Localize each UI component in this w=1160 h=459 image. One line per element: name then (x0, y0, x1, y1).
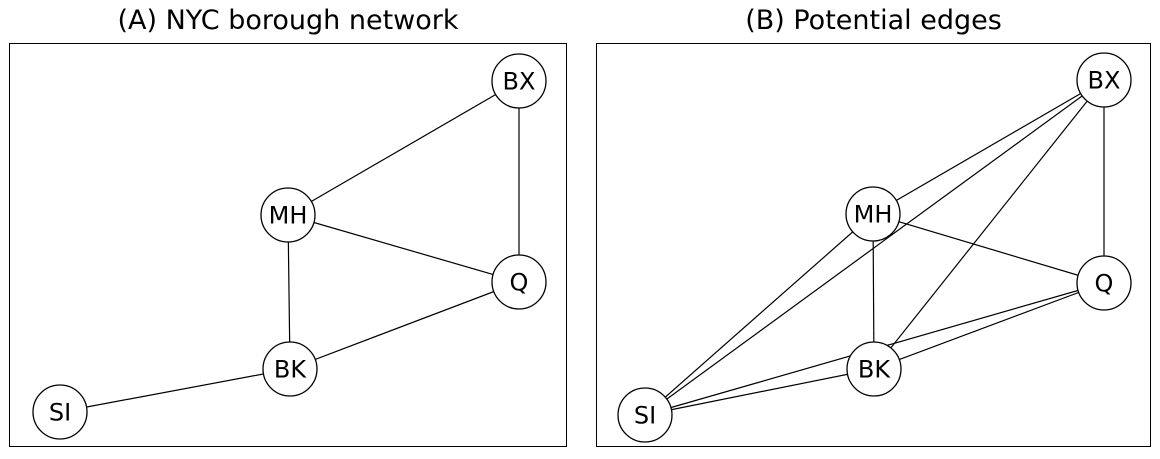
panel-a-title: (A) NYC borough network (117, 4, 459, 36)
node-label-bx: BX (503, 67, 536, 95)
graph-panel-b: BX MH Q BK SI (617, 52, 1132, 443)
panel-a-frame: BX MH Q BK SI (9, 43, 567, 447)
node-label-bk: BK (274, 355, 307, 383)
edge-bx-si (644, 79, 1105, 416)
panel-b-frame: BX MH Q BK SI (596, 43, 1151, 447)
edge-mh-q (287, 214, 520, 283)
node-label-si: SI (49, 398, 71, 426)
edge-bk-q (289, 281, 520, 370)
node-mh (845, 186, 901, 242)
edge-bk-si (59, 368, 291, 413)
node-label-mh: MH (269, 201, 308, 229)
node-label-bk: BK (858, 355, 891, 383)
edge-mh-si (644, 213, 874, 416)
node-label-si: SI (634, 401, 656, 429)
node-label-mh: MH (854, 200, 893, 228)
node-bk (846, 341, 902, 397)
panel-b-title: (B) Potential edges (745, 4, 1002, 36)
node-si (32, 384, 88, 440)
node-label-q: Q (1095, 269, 1114, 297)
node-label-q: Q (510, 268, 529, 296)
node-q (491, 254, 547, 310)
graph-panel-a: BX MH Q BK SI (32, 53, 547, 440)
node-mh (260, 187, 316, 243)
edge-bx-bk (873, 79, 1105, 370)
node-si (617, 387, 673, 443)
edge-q-bk (873, 282, 1105, 370)
node-bx (491, 53, 547, 109)
node-bx (1076, 52, 1132, 108)
edge-bk-si (644, 368, 875, 416)
edge-bx-mh (872, 79, 1105, 215)
node-q (1076, 255, 1132, 311)
edge-bx-mh (287, 80, 520, 216)
node-label-bx: BX (1088, 66, 1121, 94)
node-bk (262, 341, 318, 397)
edge-mh-q (872, 213, 1105, 284)
